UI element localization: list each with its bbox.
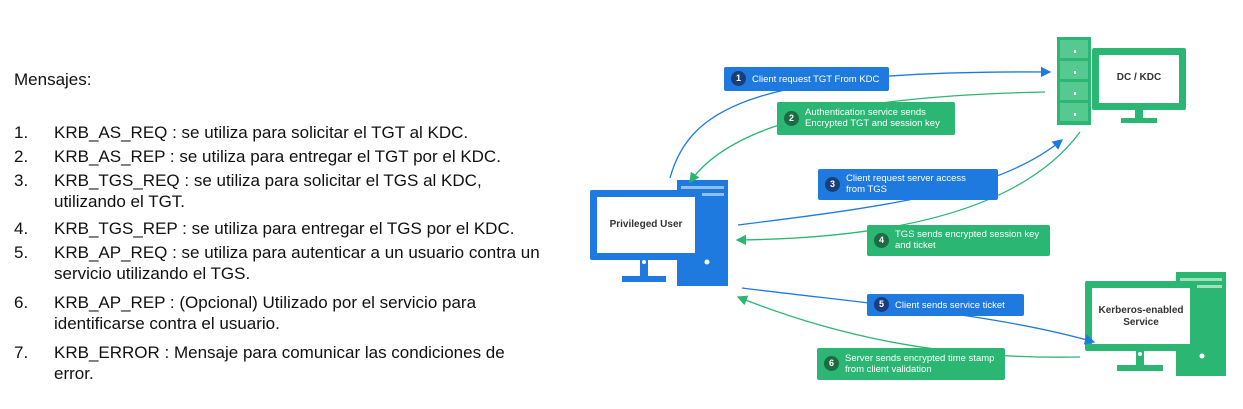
dc-kdc-server-icon: [1057, 37, 1186, 125]
service-server-icon: [1085, 272, 1226, 376]
message-text: KRB_AS_REQ : se utiliza para solicitar e…: [54, 123, 469, 142]
step-number-badge: 1: [731, 71, 746, 86]
step-number-badge: 4: [874, 233, 889, 248]
step-number-badge: 2: [784, 111, 799, 126]
message-text: KRB_AP_REQ : se utiliza para autenticar …: [54, 243, 540, 283]
step-text: Client request TGT From KDC: [752, 74, 880, 85]
step-5-label: 5 Client sends service ticket: [867, 294, 1024, 316]
dc-kdc-label: DC / KDC: [1116, 72, 1162, 83]
message-number: 3.: [14, 171, 29, 190]
step-2-label: 2 Authentication service sends Encrypted…: [777, 102, 955, 135]
message-number: 2.: [14, 147, 29, 166]
step-number-badge: 5: [874, 297, 889, 312]
message-number: 4.: [14, 219, 29, 238]
message-text: KRB_AS_REP : se utiliza para entregar el…: [54, 147, 501, 166]
messages-heading: Mensajes:: [14, 70, 92, 89]
arrow-step-4: [735, 131, 1081, 246]
step-1-label: 1 Client request TGT From KDC: [724, 67, 889, 91]
step-text: Client sends service ticket: [895, 300, 1005, 311]
step-4-label: 4 TGS sends encrypted session key and ti…: [867, 225, 1050, 256]
privileged-user-label: Privileged User: [609, 219, 683, 230]
step-text: TGS sends encrypted session key and tick…: [895, 229, 1040, 251]
step-text: Authentication service sends Encrypted T…: [805, 107, 940, 129]
message-text: KRB_ERROR : Mensaje para comunicar las c…: [54, 343, 505, 383]
service-label: Kerberos-enabled Service: [1098, 305, 1184, 328]
message-number: 6.: [14, 293, 29, 312]
step-number-badge: 3: [825, 177, 840, 192]
step-3-label: 3 Client request server access from TGS: [818, 169, 998, 200]
message-number: 5.: [14, 243, 29, 262]
arrow-step-6: [736, 295, 1081, 358]
step-text: Server sends encrypted time stamp from c…: [845, 353, 995, 375]
step-6-label: 6 Server sends encrypted time stamp from…: [817, 348, 1005, 380]
step-text: Client request server access from TGS: [846, 173, 966, 195]
message-number: 1.: [14, 123, 29, 142]
message-text: KRB_TGS_REQ : se utiliza para solicitar …: [54, 171, 482, 211]
message-number: 7.: [14, 343, 29, 362]
message-text: KRB_AP_REP : (Opcional) Utilizado por el…: [54, 293, 477, 333]
privileged-user-computer-icon: [590, 180, 728, 286]
step-number-badge: 6: [824, 356, 839, 371]
arrow-step-1: [669, 66, 1052, 179]
message-text: KRB_TGS_REP : se utiliza para entregar e…: [54, 219, 515, 238]
